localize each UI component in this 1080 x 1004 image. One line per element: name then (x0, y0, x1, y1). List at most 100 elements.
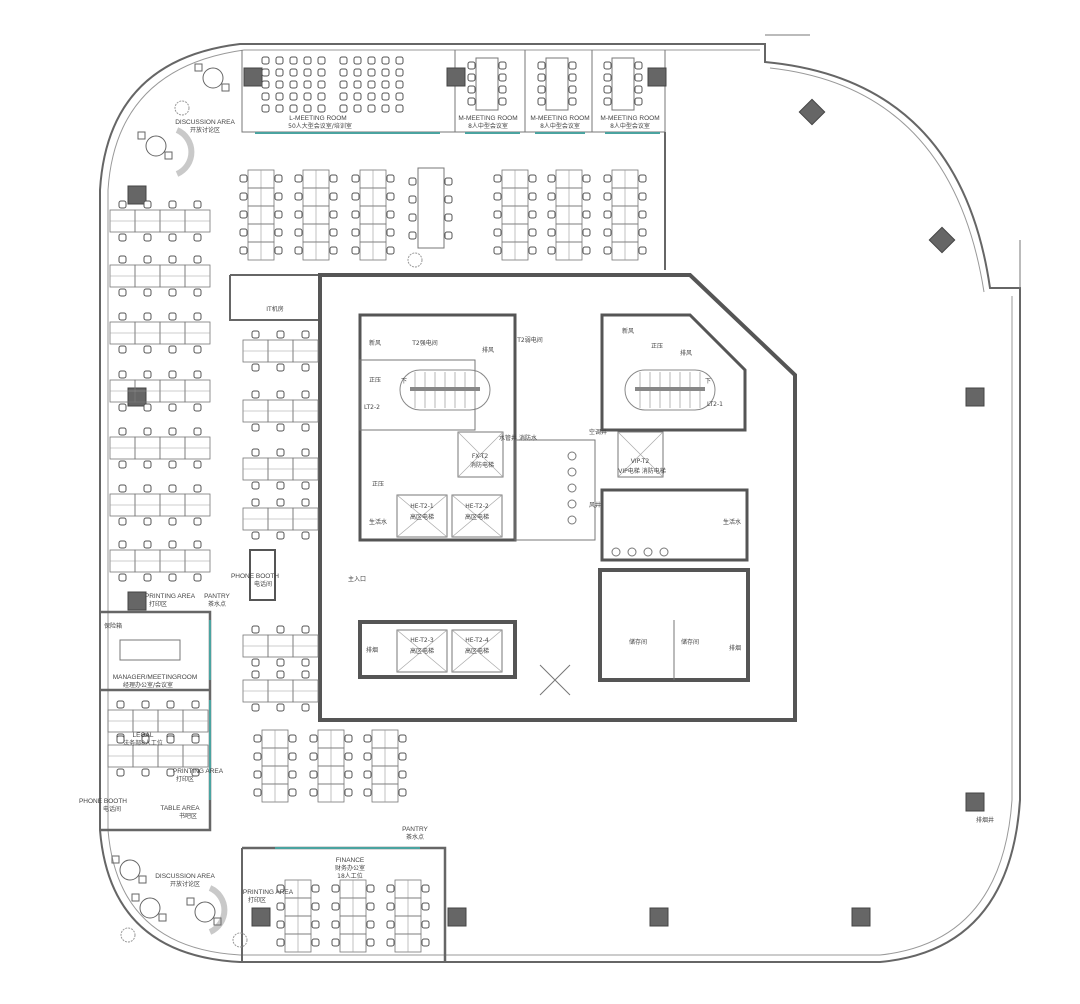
chair (317, 68, 326, 77)
chair (276, 330, 285, 339)
chair (421, 884, 430, 893)
column (851, 907, 871, 927)
chair (467, 61, 476, 70)
chair (276, 448, 285, 457)
legal-label-cn: 法务部8人工位 (123, 739, 163, 747)
chair (186, 897, 195, 906)
core-labels: 新风 T2强电间 排风 T2弱电间 新风 正压 排风 正压 LT2-2 LT2-… (364, 327, 741, 655)
chair (537, 61, 546, 70)
chair (143, 403, 152, 412)
chair (528, 174, 537, 183)
chair (367, 56, 376, 65)
printing-area-mid-label: PRINTING AREA (173, 768, 224, 775)
meeting-table (417, 167, 445, 249)
curved-sofa (208, 885, 228, 935)
chair (351, 192, 360, 201)
chair (301, 363, 310, 372)
printing-area-top-label-cn: 打印区 (149, 600, 167, 608)
chair (275, 80, 284, 89)
column (243, 67, 263, 87)
manager-room-label-cn: 经理办公室/会议室 (123, 681, 173, 689)
storage-1-label: 储存间 (629, 638, 647, 646)
chair (408, 195, 417, 204)
chair (568, 73, 577, 82)
stair-right (624, 369, 716, 411)
fresh-air-label: 新风 (369, 339, 381, 347)
domestic-water-2-label: 生活水 (723, 518, 741, 526)
chair (118, 200, 127, 209)
chair (143, 484, 152, 493)
wind-shaft-label: 风井 (589, 501, 601, 509)
stair-down-2-label: 下 (705, 378, 711, 385)
chair (331, 920, 340, 929)
chair (344, 734, 353, 743)
chair (168, 255, 177, 264)
chair (367, 104, 376, 113)
chair (261, 80, 270, 89)
chair (366, 920, 375, 929)
chair (311, 920, 320, 929)
chair (168, 427, 177, 436)
chair (193, 200, 202, 209)
chair (118, 427, 127, 436)
chair (289, 80, 298, 89)
chair (118, 233, 127, 242)
chair (317, 56, 326, 65)
chair (603, 73, 612, 82)
chair (193, 288, 202, 297)
chair (193, 460, 202, 469)
chair (193, 484, 202, 493)
chair (239, 192, 248, 201)
pressurize-3-label: 正压 (372, 481, 384, 488)
chair (276, 884, 285, 893)
chair (467, 85, 476, 94)
exhaust-right-label: 排烟 (729, 644, 741, 652)
l-meeting-room-label-cn: 50人大型会议室/培训室 (288, 122, 352, 130)
chair (303, 92, 312, 101)
chair (331, 938, 340, 947)
chair (498, 85, 507, 94)
chair (311, 884, 320, 893)
chair (276, 670, 285, 679)
chair (275, 92, 284, 101)
chair (366, 938, 375, 947)
table-area-label-cn: 书吧区 (179, 812, 197, 820)
chair (363, 752, 372, 761)
chair (386, 246, 395, 255)
chair (118, 345, 127, 354)
finance-label-cn: 财务办公室 (335, 864, 365, 872)
chair (301, 703, 310, 712)
legal-label: LEGAL (133, 732, 154, 739)
chair (274, 228, 283, 237)
round-table (194, 901, 216, 923)
ac-shaft-label: 空调井 (589, 428, 607, 436)
printing-area-top-label: PRINTING AREA (145, 593, 196, 600)
chair (309, 752, 318, 761)
chair (143, 517, 152, 526)
pressurize-label: 正压 (651, 343, 663, 350)
round-table (139, 897, 161, 919)
chair (116, 735, 125, 744)
chair (276, 363, 285, 372)
l-meeting-room-label: L-MEETING ROOM (289, 115, 346, 122)
chair (547, 210, 556, 219)
chair (537, 85, 546, 94)
chair (194, 63, 203, 72)
chair (603, 228, 612, 237)
water-shaft-label: 水管井 消防水 (499, 434, 537, 442)
elevator-2-label: 高区电梯 (465, 513, 489, 521)
chair (339, 80, 348, 89)
chair (193, 573, 202, 582)
chair (421, 938, 430, 947)
chair (303, 80, 312, 89)
chair (276, 423, 285, 432)
exhaust-label: 排风 (482, 346, 494, 354)
chair (398, 770, 407, 779)
chair (366, 902, 375, 911)
toilet (567, 451, 577, 461)
round-table (202, 67, 224, 89)
chair (193, 233, 202, 242)
chair (351, 210, 360, 219)
pressurize-2-label: 正压 (369, 377, 381, 384)
chair (329, 174, 338, 183)
